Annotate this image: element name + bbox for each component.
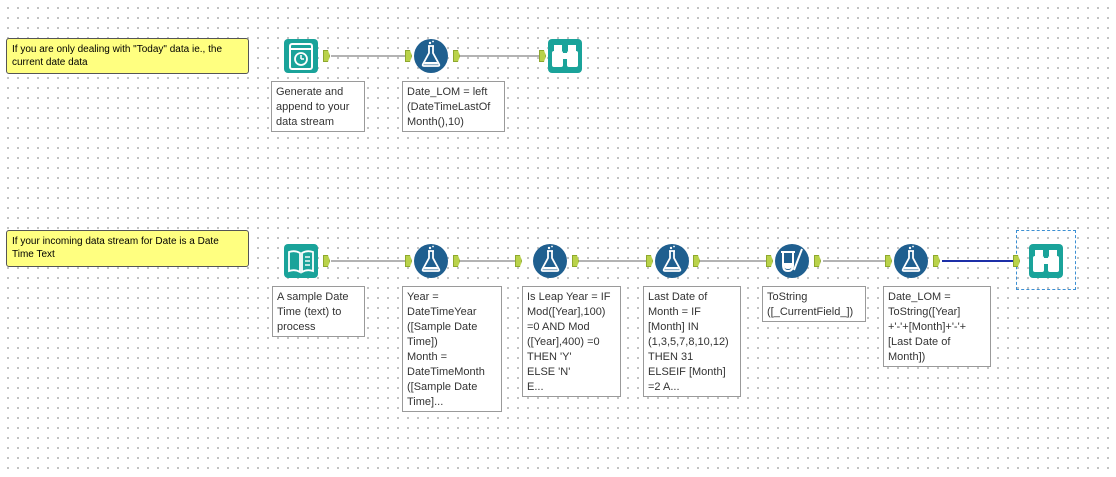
flask-icon	[533, 244, 567, 278]
output-anchor[interactable]	[933, 255, 940, 267]
tool-annotation-formula-year-month: Year = DateTimeYear ([Sample Date Time])…	[402, 286, 502, 412]
text-input-tool[interactable]	[283, 243, 319, 279]
input-anchor[interactable]	[405, 255, 412, 267]
tool-annotation-formula-date-lom: Date_LOM = ToString([Year] +'-'+[Month]+…	[883, 286, 991, 367]
output-anchor[interactable]	[323, 255, 330, 267]
input-anchor[interactable]	[646, 255, 653, 267]
tool-annotation-formula-last-date: Last Date of Month = IF [Month] IN (1,3,…	[643, 286, 741, 397]
output-anchor[interactable]	[323, 50, 330, 62]
binoculars-icon	[1029, 244, 1063, 278]
formula-tool[interactable]	[893, 243, 929, 279]
comment-text: If your incoming data stream for Date is…	[12, 236, 219, 260]
test-tube-icon	[775, 244, 809, 278]
input-anchor[interactable]	[766, 255, 773, 267]
input-anchor[interactable]	[405, 50, 412, 62]
tool-annotation-formula-leap-year: Is Leap Year = IF Mod([Year],100) =0 AND…	[522, 286, 621, 397]
browse-tool[interactable]	[547, 38, 583, 74]
input-anchor[interactable]	[515, 255, 522, 267]
output-anchor[interactable]	[693, 255, 700, 267]
flask-icon	[655, 244, 689, 278]
binoculars-icon	[548, 39, 582, 73]
formula-tool[interactable]	[413, 38, 449, 74]
output-anchor[interactable]	[814, 255, 821, 267]
input-anchor[interactable]	[539, 50, 546, 62]
browse-tool[interactable]	[1028, 243, 1064, 279]
input-anchor[interactable]	[885, 255, 892, 267]
flask-icon	[894, 244, 928, 278]
output-anchor[interactable]	[572, 255, 579, 267]
output-anchor[interactable]	[453, 255, 460, 267]
formula-tool[interactable]	[413, 243, 449, 279]
book-icon	[284, 244, 318, 278]
date-time-now-tool[interactable]	[283, 38, 319, 74]
tool-annotation-date-time-now: Generate and append to your data stream	[271, 81, 365, 132]
tool-annotation-text-input: A sample Date Time (text) to process	[272, 286, 365, 337]
flask-icon	[414, 244, 448, 278]
formula-tool[interactable]	[654, 243, 690, 279]
flask-icon	[414, 39, 448, 73]
clock-icon	[284, 39, 318, 73]
comment-box-date-time-text[interactable]: If your incoming data stream for Date is…	[6, 230, 249, 267]
multi-field-formula-tool[interactable]	[774, 243, 810, 279]
tool-annotation-multi-field-formula: ToString ([_CurrentField_])	[762, 286, 866, 322]
input-anchor[interactable]	[1013, 255, 1020, 267]
tool-annotation-formula: Date_LOM = left (DateTimeLastOf Month(),…	[402, 81, 505, 132]
output-anchor[interactable]	[453, 50, 460, 62]
comment-box-today[interactable]: If you are only dealing with "Today" dat…	[6, 38, 249, 74]
formula-tool[interactable]	[532, 243, 568, 279]
comment-text: If you are only dealing with "Today" dat…	[12, 44, 223, 68]
